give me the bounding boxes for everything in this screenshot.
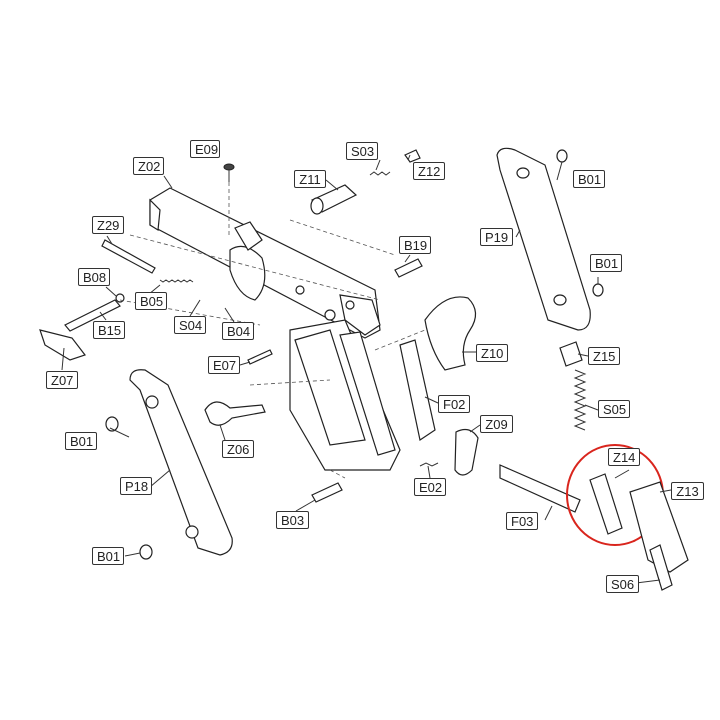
label-z07: Z07 — [46, 371, 78, 389]
grip-panel-left — [105, 369, 233, 560]
pin-b03 — [311, 482, 343, 503]
label-z02: Z02 — [133, 157, 164, 175]
mainspring-housing-highlight — [566, 444, 664, 546]
label-z10: Z10 — [476, 344, 508, 362]
label-z06: Z06 — [222, 440, 254, 458]
screw-e09 — [223, 163, 235, 235]
grip-panel-right — [496, 147, 604, 331]
label-b01-mid-right: B01 — [590, 254, 622, 272]
label-z14: Z14 — [608, 448, 640, 466]
label-f02: F02 — [438, 395, 470, 413]
label-s04: S04 — [174, 316, 206, 334]
label-e09: E09 — [190, 140, 220, 158]
firing-pin-group — [310, 149, 421, 215]
housing-part-z13 — [629, 481, 689, 573]
label-z12: Z12 — [413, 162, 445, 180]
label-s05: S05 — [598, 400, 630, 418]
label-b04: B04 — [222, 322, 254, 340]
label-z11: Z11 — [294, 170, 326, 188]
screw-e07 — [247, 349, 273, 365]
recoil-rod-part — [101, 239, 194, 283]
label-p18: P18 — [120, 477, 152, 495]
leader-lines — [61, 154, 672, 585]
label-b01-top-right: B01 — [573, 170, 605, 188]
label-z29: Z29 — [92, 216, 124, 234]
label-z09: Z09 — [480, 415, 513, 433]
label-b15: B15 — [93, 321, 125, 339]
slide-stop-group — [39, 293, 125, 361]
label-e02: E02 — [414, 478, 446, 496]
hammer-part — [204, 401, 266, 426]
frame-part — [289, 285, 401, 471]
label-b03: B03 — [276, 511, 309, 529]
mainspring-cap-group — [559, 341, 587, 431]
label-z13: Z13 — [671, 482, 704, 500]
label-e07: E07 — [208, 356, 240, 374]
label-p19: P19 — [480, 228, 513, 246]
spring-f02 — [399, 339, 436, 441]
label-f03: F03 — [506, 512, 538, 530]
label-b05: B05 — [135, 292, 167, 310]
label-s06: S06 — [606, 575, 639, 593]
label-b19: B19 — [399, 236, 431, 254]
pin-b19 — [394, 258, 423, 278]
slide-part — [149, 187, 381, 339]
label-b01-left: B01 — [65, 432, 97, 450]
label-b08: B08 — [78, 268, 110, 286]
label-z15: Z15 — [588, 347, 620, 365]
disconnector-part — [454, 428, 479, 476]
pin-e02 — [419, 462, 439, 467]
label-b01-bottom-left: B01 — [92, 547, 124, 565]
trigger-part — [424, 296, 477, 371]
label-s03: S03 — [346, 142, 378, 160]
mainspring-housing-plate — [499, 464, 581, 513]
pin-s06 — [649, 544, 673, 591]
